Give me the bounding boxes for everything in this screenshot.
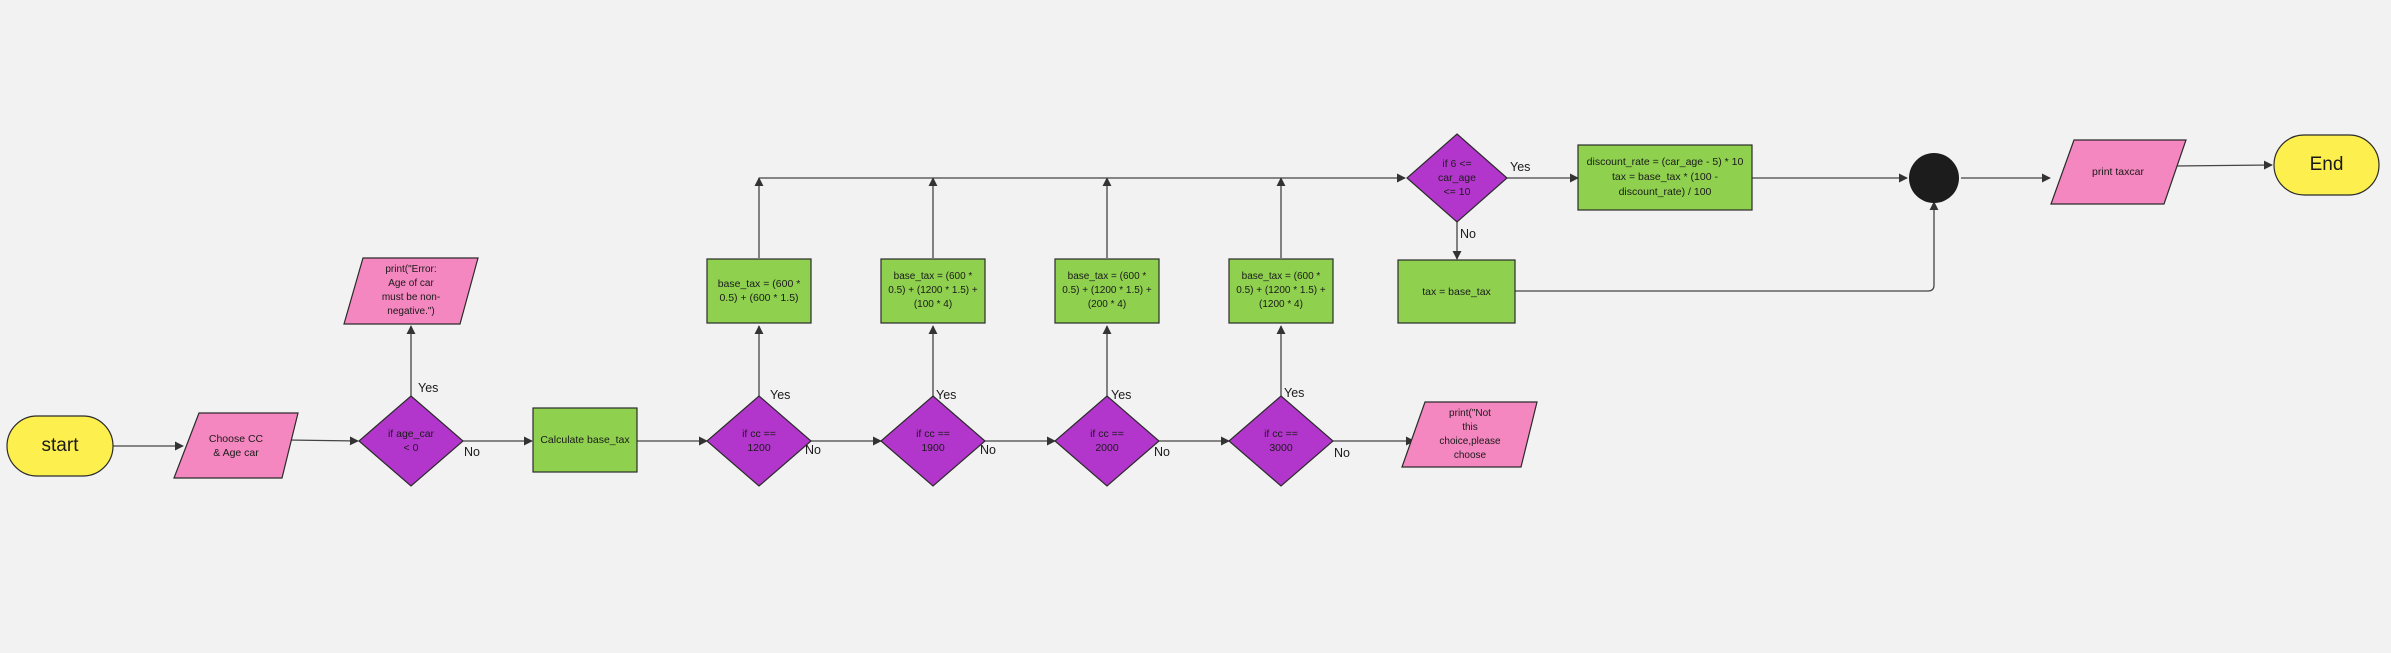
age-check-diamond: [1406, 133, 1508, 223]
check-age-no-label: No: [464, 445, 480, 459]
edge-input-check-age: [286, 436, 359, 446]
cc3000-label: if cc == 3000: [1264, 428, 1298, 454]
input-shape: [173, 412, 299, 479]
cc1200-diamond: [706, 395, 812, 487]
input-label: Choose CC & Age car: [208, 432, 264, 459]
cc3000-no-label: No: [1334, 446, 1350, 460]
cc2000-diamond: [1054, 395, 1160, 487]
cc1200-yes-label: Yes: [770, 388, 791, 402]
merge-junction: [1909, 153, 1959, 203]
cc2000-yes-label: Yes: [1111, 388, 1132, 402]
tax2000-box: [1054, 258, 1160, 324]
error-print-label: print("Error: Age of car must be non- ne…: [381, 264, 441, 317]
no-discount-box: [1397, 259, 1516, 324]
calc-label: Calculate base_tax: [540, 434, 630, 446]
print-tax-label: print taxcar: [2092, 166, 2144, 178]
tax3000-label: base_tax = (600 * 0.5) + (1200 * 1.5) + …: [1236, 271, 1326, 310]
error-print-shape: [343, 257, 479, 325]
discount-box: [1577, 144, 1753, 211]
end-label: End: [2309, 154, 2344, 175]
cc1900-yes-label: Yes: [936, 388, 957, 402]
age-check-no-label: No: [1460, 227, 1476, 241]
tax1900-box: [880, 258, 986, 324]
cc1200-label: if cc == 1200: [742, 428, 776, 454]
tax1900-label: base_tax = (600 * 0.5) + (1200 * 1.5) + …: [888, 271, 978, 310]
tax1200-box: [706, 258, 812, 324]
tax1200-label: base_tax = (600 * 0.5) + (600 * 1.5): [717, 278, 801, 304]
cc1900-diamond: [880, 395, 986, 487]
end-terminal: [2273, 134, 2380, 196]
start-label: start: [41, 435, 79, 456]
cc1200-no-label: No: [805, 443, 821, 457]
no-discount-label: tax = base_tax: [1422, 285, 1491, 298]
discount-label: discount_rate = (car_age - 5) * 10 tax =…: [1586, 156, 1744, 198]
cc3000-diamond: [1228, 395, 1334, 487]
tax2000-label: base_tax = (600 * 0.5) + (1200 * 1.5) + …: [1062, 271, 1152, 310]
not-choice-shape: [1401, 401, 1538, 468]
print-tax-shape: [2050, 139, 2187, 205]
edge-print-tax-end: [2172, 160, 2273, 170]
age-check-label: if 6 <= car_age <= 10: [1438, 158, 1476, 198]
tax3000-box: [1228, 258, 1334, 324]
connectors: [113, 160, 2273, 451]
start-terminal: [6, 415, 114, 477]
cc1900-label: if cc == 1900: [916, 428, 950, 454]
not-choice-label: print("Not this choice,please choose: [1439, 407, 1501, 461]
check-age-yes-label: Yes: [418, 381, 439, 395]
check-age-label: if age_car < 0: [387, 428, 435, 454]
cc2000-no-label: No: [1154, 445, 1170, 459]
cc3000-yes-label: Yes: [1284, 386, 1305, 400]
cc1900-no-label: No: [980, 443, 996, 457]
edge-no-discount-junction: [1515, 201, 1939, 292]
check-age-diamond: [358, 395, 464, 487]
age-check-yes-label: Yes: [1510, 160, 1531, 174]
cc2000-label: if cc == 2000: [1090, 428, 1124, 454]
calc-box: [532, 407, 638, 473]
